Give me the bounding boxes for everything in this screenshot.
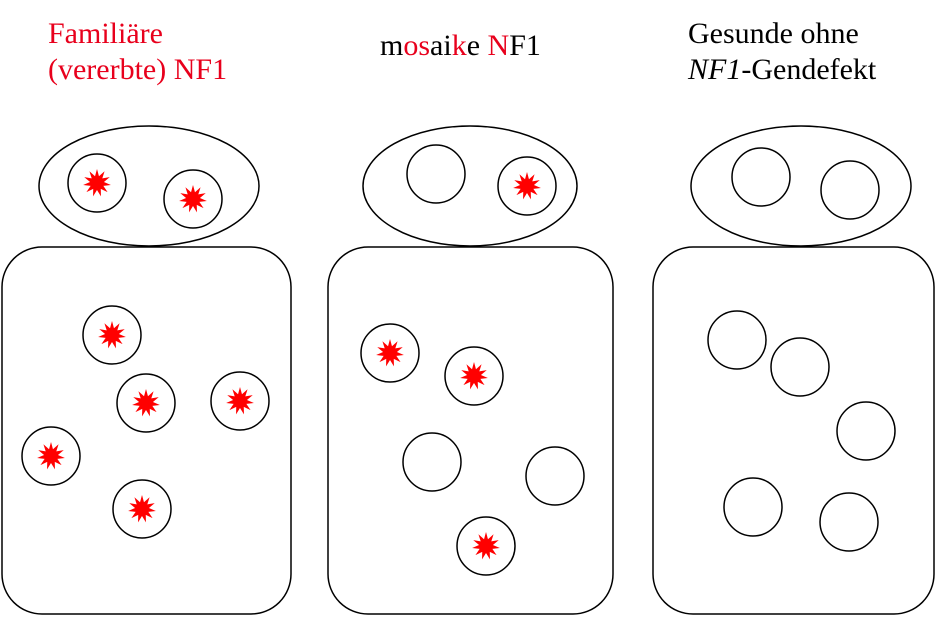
cell-outline xyxy=(116,373,176,433)
mutated-cell xyxy=(456,516,516,576)
mosaic-title-part4: k xyxy=(451,29,467,62)
healthy-cell xyxy=(731,147,791,207)
cell-outline xyxy=(402,432,462,492)
familial-title: Familiäre (vererbte) NF1 xyxy=(48,16,227,88)
mosaic-title-part3: ai xyxy=(430,29,452,62)
healthy-cell xyxy=(819,492,879,552)
healthy-title: Gesunde ohne NF1-Gendefekt xyxy=(688,16,876,88)
cell-outline xyxy=(456,516,516,576)
mutation-star-icon xyxy=(132,389,160,417)
mutated-cell xyxy=(82,305,142,365)
healthy-cell xyxy=(707,310,767,370)
healthy-title-line1: Gesunde ohne xyxy=(688,17,859,50)
healthy-title-gene: NF1 xyxy=(688,53,742,86)
cell-outline xyxy=(82,305,142,365)
mutated-cell xyxy=(112,479,172,539)
mutation-star-icon xyxy=(376,339,404,367)
mosaic-title-part7: F1 xyxy=(509,29,541,62)
mosaic-germ-cells xyxy=(406,144,557,216)
mosaic-title-part1: m xyxy=(380,29,404,62)
mosaic-title-part6: N xyxy=(487,29,510,62)
healthy-title-rest: -Gendefekt xyxy=(741,53,877,86)
mosaic-body-cells xyxy=(360,323,585,576)
mutation-star-icon xyxy=(226,387,254,415)
mutated-cell xyxy=(116,373,176,433)
healthy-cell xyxy=(723,477,783,537)
mutated-cell xyxy=(21,426,81,486)
mutated-cell xyxy=(210,371,270,431)
familial-body-cells xyxy=(21,305,270,539)
mutation-star-icon xyxy=(83,169,111,197)
healthy-cell xyxy=(525,446,585,506)
familial-germline-oval xyxy=(38,125,260,247)
healthy-cell xyxy=(770,337,830,397)
familial-body-box xyxy=(1,246,292,615)
mutation-star-icon xyxy=(179,185,207,213)
cell-outline xyxy=(836,401,896,461)
cell-outline xyxy=(820,160,880,220)
healthy-cell xyxy=(820,160,880,220)
familial-title-line2: (vererbte) NF1 xyxy=(48,53,228,86)
cell-outline xyxy=(360,323,420,383)
cell-outline xyxy=(444,346,504,406)
cell-outline xyxy=(67,153,127,213)
healthy-cell xyxy=(402,432,462,492)
cell-outline xyxy=(210,371,270,431)
cell-outline xyxy=(731,147,791,207)
mutation-star-icon xyxy=(37,442,65,470)
mutated-cell xyxy=(497,156,557,216)
cell-outline xyxy=(497,156,557,216)
healthy-title-line2: NF1-Gendefekt xyxy=(688,52,876,88)
mutation-star-icon xyxy=(98,321,126,349)
cell-outline xyxy=(112,479,172,539)
mutation-star-icon xyxy=(472,532,500,560)
mosaic-body-box xyxy=(327,246,614,615)
healthy-cell xyxy=(836,401,896,461)
mosaic-title-part5: e xyxy=(466,29,488,62)
cell-outline xyxy=(707,310,767,370)
healthy-cell xyxy=(406,144,466,204)
mosaic-title: mosaike NF1 xyxy=(380,28,541,64)
familial-title-line1: Familiäre xyxy=(48,17,163,50)
healthy-body-box xyxy=(652,246,935,615)
healthy-body-cells xyxy=(707,310,896,552)
healthy-germ-cells xyxy=(731,147,880,220)
cell-outline xyxy=(819,492,879,552)
mutated-cell xyxy=(67,153,127,213)
mosaic-germline-oval xyxy=(362,125,578,247)
cell-outline xyxy=(21,426,81,486)
familial-germ-cells xyxy=(67,153,223,229)
mutation-star-icon xyxy=(128,495,156,523)
mutation-star-icon xyxy=(513,172,541,200)
cell-outline xyxy=(525,446,585,506)
mosaic-title-part2: os xyxy=(403,29,431,62)
cell-outline xyxy=(163,169,223,229)
cell-outline xyxy=(770,337,830,397)
mutation-star-icon xyxy=(460,362,488,390)
cell-outline xyxy=(406,144,466,204)
cell-outline xyxy=(723,477,783,537)
mutated-cell xyxy=(163,169,223,229)
mutated-cell xyxy=(444,346,504,406)
healthy-germline-oval xyxy=(690,125,912,247)
mutated-cell xyxy=(360,323,420,383)
